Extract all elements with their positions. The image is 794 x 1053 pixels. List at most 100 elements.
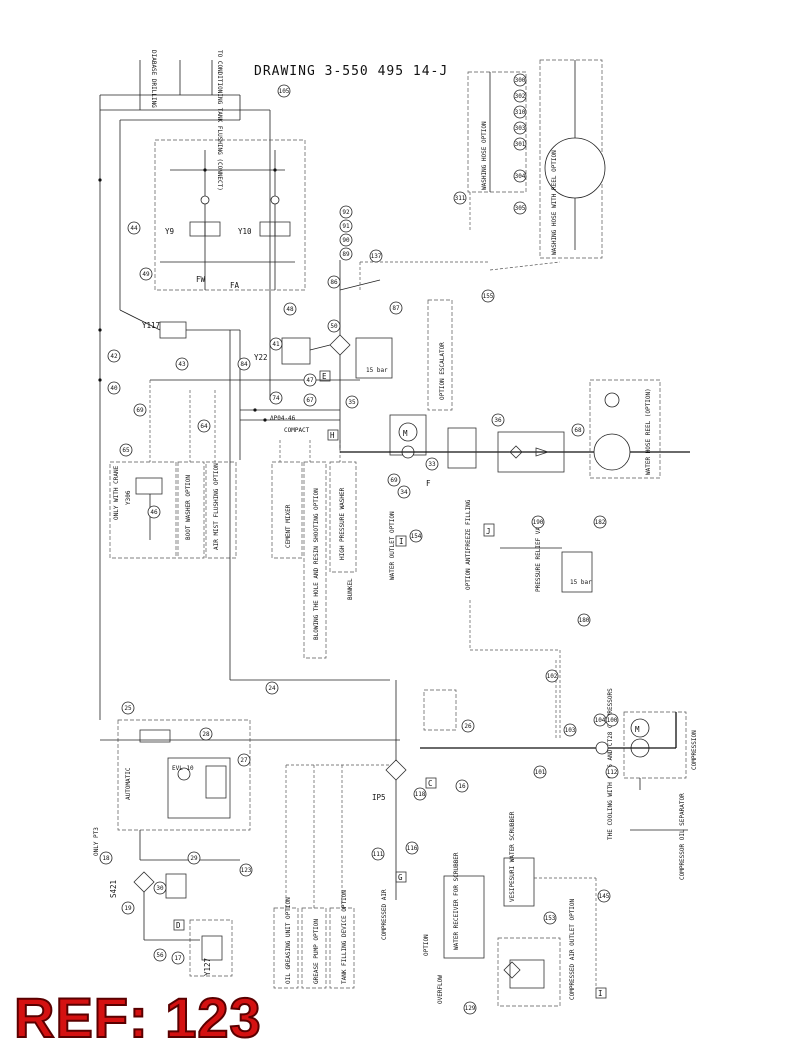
label-blowing-hole: BLOWING THE HOLE AND RESIN SHOOTING OPTI… (313, 488, 320, 640)
balloon-28: 27 (240, 757, 248, 764)
balloon-34: 154 (411, 533, 422, 540)
balloon-86: 86 (330, 279, 338, 286)
balloon-69: 65 (122, 447, 130, 454)
label-bunkel: BUNKEL (347, 578, 354, 600)
pump-motor-middle: M F (340, 414, 690, 488)
left-option-boxes: ONLY WITH CRANE Y306 BOOT WASHER OPTION … (109, 461, 237, 559)
drawing-title: DRAWING 3-550 495 14-J (254, 64, 449, 79)
ref-stamp: REF: 123 (13, 985, 262, 1050)
label-fa: FA (230, 281, 240, 290)
label-grease-pump: GREASE PUMP OPTION (313, 919, 320, 984)
balloon-18: 19 (124, 905, 132, 912)
balloon-41: 84 (240, 361, 248, 368)
lower-left-valves: D Y127 S421 (109, 871, 233, 977)
label-y9: Y9 (165, 227, 174, 236)
motor-label-b: M (635, 725, 640, 734)
balloon-17: 123 (241, 867, 252, 874)
balloon-90: 90 (342, 237, 350, 244)
balloon-50: 41 (272, 341, 280, 348)
balloon-67: 74 (272, 395, 280, 402)
balloon-301: 301 (515, 141, 526, 148)
label-option: OPTION (423, 934, 430, 956)
balloon-44: 44 (130, 225, 138, 232)
balloon-123: 111 (373, 851, 384, 858)
label-washing-hose-reel: WASHING HOSE WITH REEL OPTION (551, 150, 558, 255)
balloon-145: 129 (465, 1005, 476, 1012)
top-inlets: DIABASE DRILLING TO CONDITIONING TANK FL… (98, 50, 271, 720)
balloon-42: 42 (110, 353, 118, 360)
label-letter-d: D (176, 921, 181, 930)
balloon-116: 118 (415, 791, 426, 798)
balloon-155: 155 (483, 293, 494, 300)
washing-hose-options: WASHING HOSE OPTION WASHING HOSE WITH RE… (359, 59, 606, 290)
label-y117: Y117 (142, 321, 160, 330)
label-letter-h: H (330, 431, 335, 440)
balloon-29: 18 (102, 855, 110, 862)
label-evl: EVL 10 (172, 765, 194, 772)
balloon-64: 69 (136, 407, 144, 414)
balloon-111: 116 (407, 845, 418, 852)
label-15bar-b: 15 bar (570, 579, 592, 586)
balloon-304: 304 (515, 173, 526, 180)
label-letter-c: C (428, 779, 433, 788)
balloon-300: 300 (515, 77, 526, 84)
balloon-36: 33 (428, 461, 436, 468)
valve-block-y9-y10: Y9 Y10 FW FA (154, 139, 306, 291)
label-water-scrubber: VESIPESURI WATER SCRUBBER (509, 811, 516, 902)
balloon-25: 28 (202, 731, 210, 738)
centre-valves: 15 bar E H Y22 (254, 260, 393, 450)
balloon-190: 180 (579, 617, 590, 624)
label-compressed-air-outlet: COMPRESSED AIR OUTLET OPTION (569, 898, 576, 1000)
balloon-85: 137 (371, 253, 382, 260)
label-overflow: OVERFLOW (437, 975, 444, 1004)
balloon-129: 16 (458, 783, 466, 790)
label-compressor-oil: COMPRESSOR OIL SEPARATOR (679, 793, 686, 880)
balloon-112: 26 (464, 723, 472, 730)
label-water-receiver: WATER RECEIVER FOR SCRUBBER (453, 852, 460, 950)
balloon-180: 102 (547, 673, 558, 680)
label-15bar-a: 15 bar (366, 367, 388, 374)
label-tank-filling: TANK FILLING DEVICE OPTION (341, 890, 348, 984)
balloon-302: 302 (515, 93, 526, 100)
antifreeze-relief: J 15 bar OPTION ANTIFREEZE FILLING PRESS… (389, 499, 593, 740)
balloon-92: 92 (342, 209, 350, 216)
label-oil-greasing: OIL GREASING UNIT OPTION (285, 897, 292, 984)
label-compression: COMPRESSION (691, 730, 698, 770)
balloon-154: 69 (390, 477, 398, 484)
compressor: M COMPRESSION THE COOLING WITH CT16 AND … (420, 660, 698, 880)
label-air-mist: AIR MIST FLUSHING OPTION (213, 463, 220, 550)
balloon-48: 48 (286, 306, 294, 313)
label-diabase-drilling: DIABASE DRILLING (150, 50, 157, 108)
balloon-26: 25 (124, 705, 132, 712)
water-receiver: WATER RECEIVER FOR SCRUBBER OPTION OVERF… (423, 811, 607, 1007)
balloon-89: 89 (342, 251, 350, 258)
balloon-30: 56 (156, 952, 164, 959)
main-piping: ΔP04-46 COMPACT (149, 330, 390, 681)
balloon-305: 305 (515, 205, 526, 212)
label-only-pts: ONLY PT3 (93, 827, 100, 856)
label-fw: FW (196, 275, 206, 284)
option-escalator: OPTION ESCALATOR (427, 299, 453, 411)
balloon-105: 105 (279, 88, 290, 95)
balloon-118: 153 (545, 915, 556, 922)
label-boot-washer: BOOT WASHER OPTION (185, 475, 192, 540)
balloon-84: 47 (306, 377, 314, 384)
balloon-87: 50 (330, 323, 338, 330)
balloon-101: 104 (595, 717, 606, 724)
balloon-310: 310 (515, 109, 526, 116)
label-y22: Y22 (254, 353, 268, 362)
balloon-182: 190 (533, 519, 544, 526)
balloon-91: 91 (342, 223, 350, 230)
balloon-102: 103 (565, 727, 576, 734)
balloon-311: 311 (455, 195, 466, 202)
balloon-100: 112 (607, 769, 618, 776)
automatic-section: AUTOMATIC EVL 10 ONLY PT3 (93, 719, 400, 861)
water-hose-reel: WATER HOSE REEL (OPTION) (589, 379, 661, 479)
balloon-47: 67 (306, 397, 314, 404)
label-option-escalator: OPTION ESCALATOR (439, 342, 446, 400)
label-tiny-b: COMPACT (284, 427, 310, 434)
label-letter-i2: I (598, 989, 603, 998)
balloon-40: 40 (110, 385, 118, 392)
motor-label-a: M (403, 429, 408, 438)
